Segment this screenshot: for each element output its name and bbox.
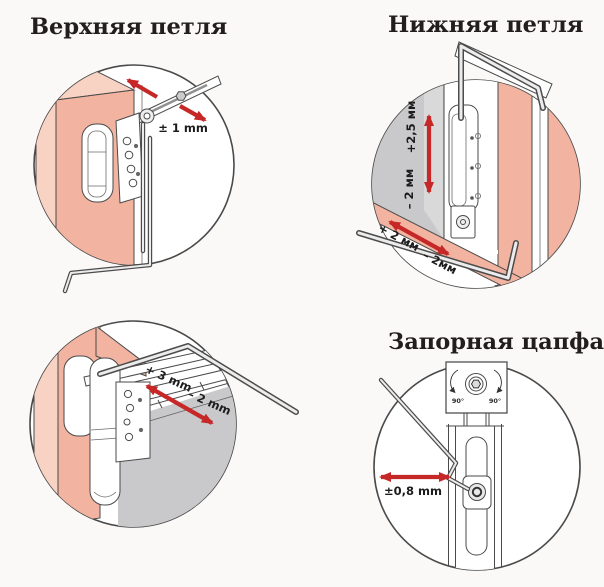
vertical-plus-label: +2,5 мм — [404, 101, 418, 154]
sash-frame — [497, 80, 533, 288]
top-hinge-lateral-figure: + 3 mm – 2 mm — [29, 320, 299, 528]
adjustment-arrow-up — [126, 78, 159, 99]
top-hinge-title: Верхняя петля — [30, 14, 228, 40]
vertical-minus-label: – 2 мм — [402, 169, 416, 210]
hex-bit-icon — [175, 91, 187, 101]
rotation-left-label: 90° — [452, 397, 464, 405]
cam-rotation-inset: 90° 90° — [445, 361, 508, 426]
frame-side-face — [35, 98, 57, 265]
allen-key-icon — [378, 377, 471, 492]
screw-icon — [135, 171, 141, 177]
lateral-adjustment-arrow — [388, 220, 450, 256]
hinge-barrel — [87, 130, 107, 198]
adjustment-label: ±0,8 mm — [384, 484, 442, 498]
screw-icon — [456, 215, 470, 229]
adjustment-label: ± 1 mm — [158, 121, 208, 135]
rotate-right-arrow — [493, 369, 503, 394]
hinge-strip — [448, 104, 479, 212]
screw-icon — [137, 397, 143, 403]
hinge-recess — [81, 123, 114, 203]
rotation-right-label: 90° — [489, 397, 501, 405]
frame-side-face — [33, 325, 59, 525]
top-hinge-figure: ± 1 mm — [33, 64, 235, 294]
locking-cam-title: Запорная цапфа — [388, 329, 604, 355]
allen-key-icon — [97, 343, 299, 415]
adjustment-arrow-down — [178, 104, 207, 122]
screw-icon — [133, 143, 139, 149]
bottom-hinge-figure: +2,5 мм – 2 мм + 2 мм – 2мм — [356, 41, 581, 289]
screw-icon — [138, 427, 144, 433]
rotate-left-arrow — [449, 369, 459, 394]
hinge-plate — [115, 381, 151, 463]
allen-key-icon — [458, 43, 546, 121]
lateral-adjustment-arrow — [145, 384, 214, 425]
hex-socket-icon — [470, 379, 482, 389]
locking-cam-figure: 90° 90° ±0,8 mm — [373, 361, 581, 571]
allen-key-icon — [62, 135, 153, 294]
bottom-hinge-title: Нижняя петля — [388, 12, 584, 38]
hinge-plate — [115, 112, 144, 204]
